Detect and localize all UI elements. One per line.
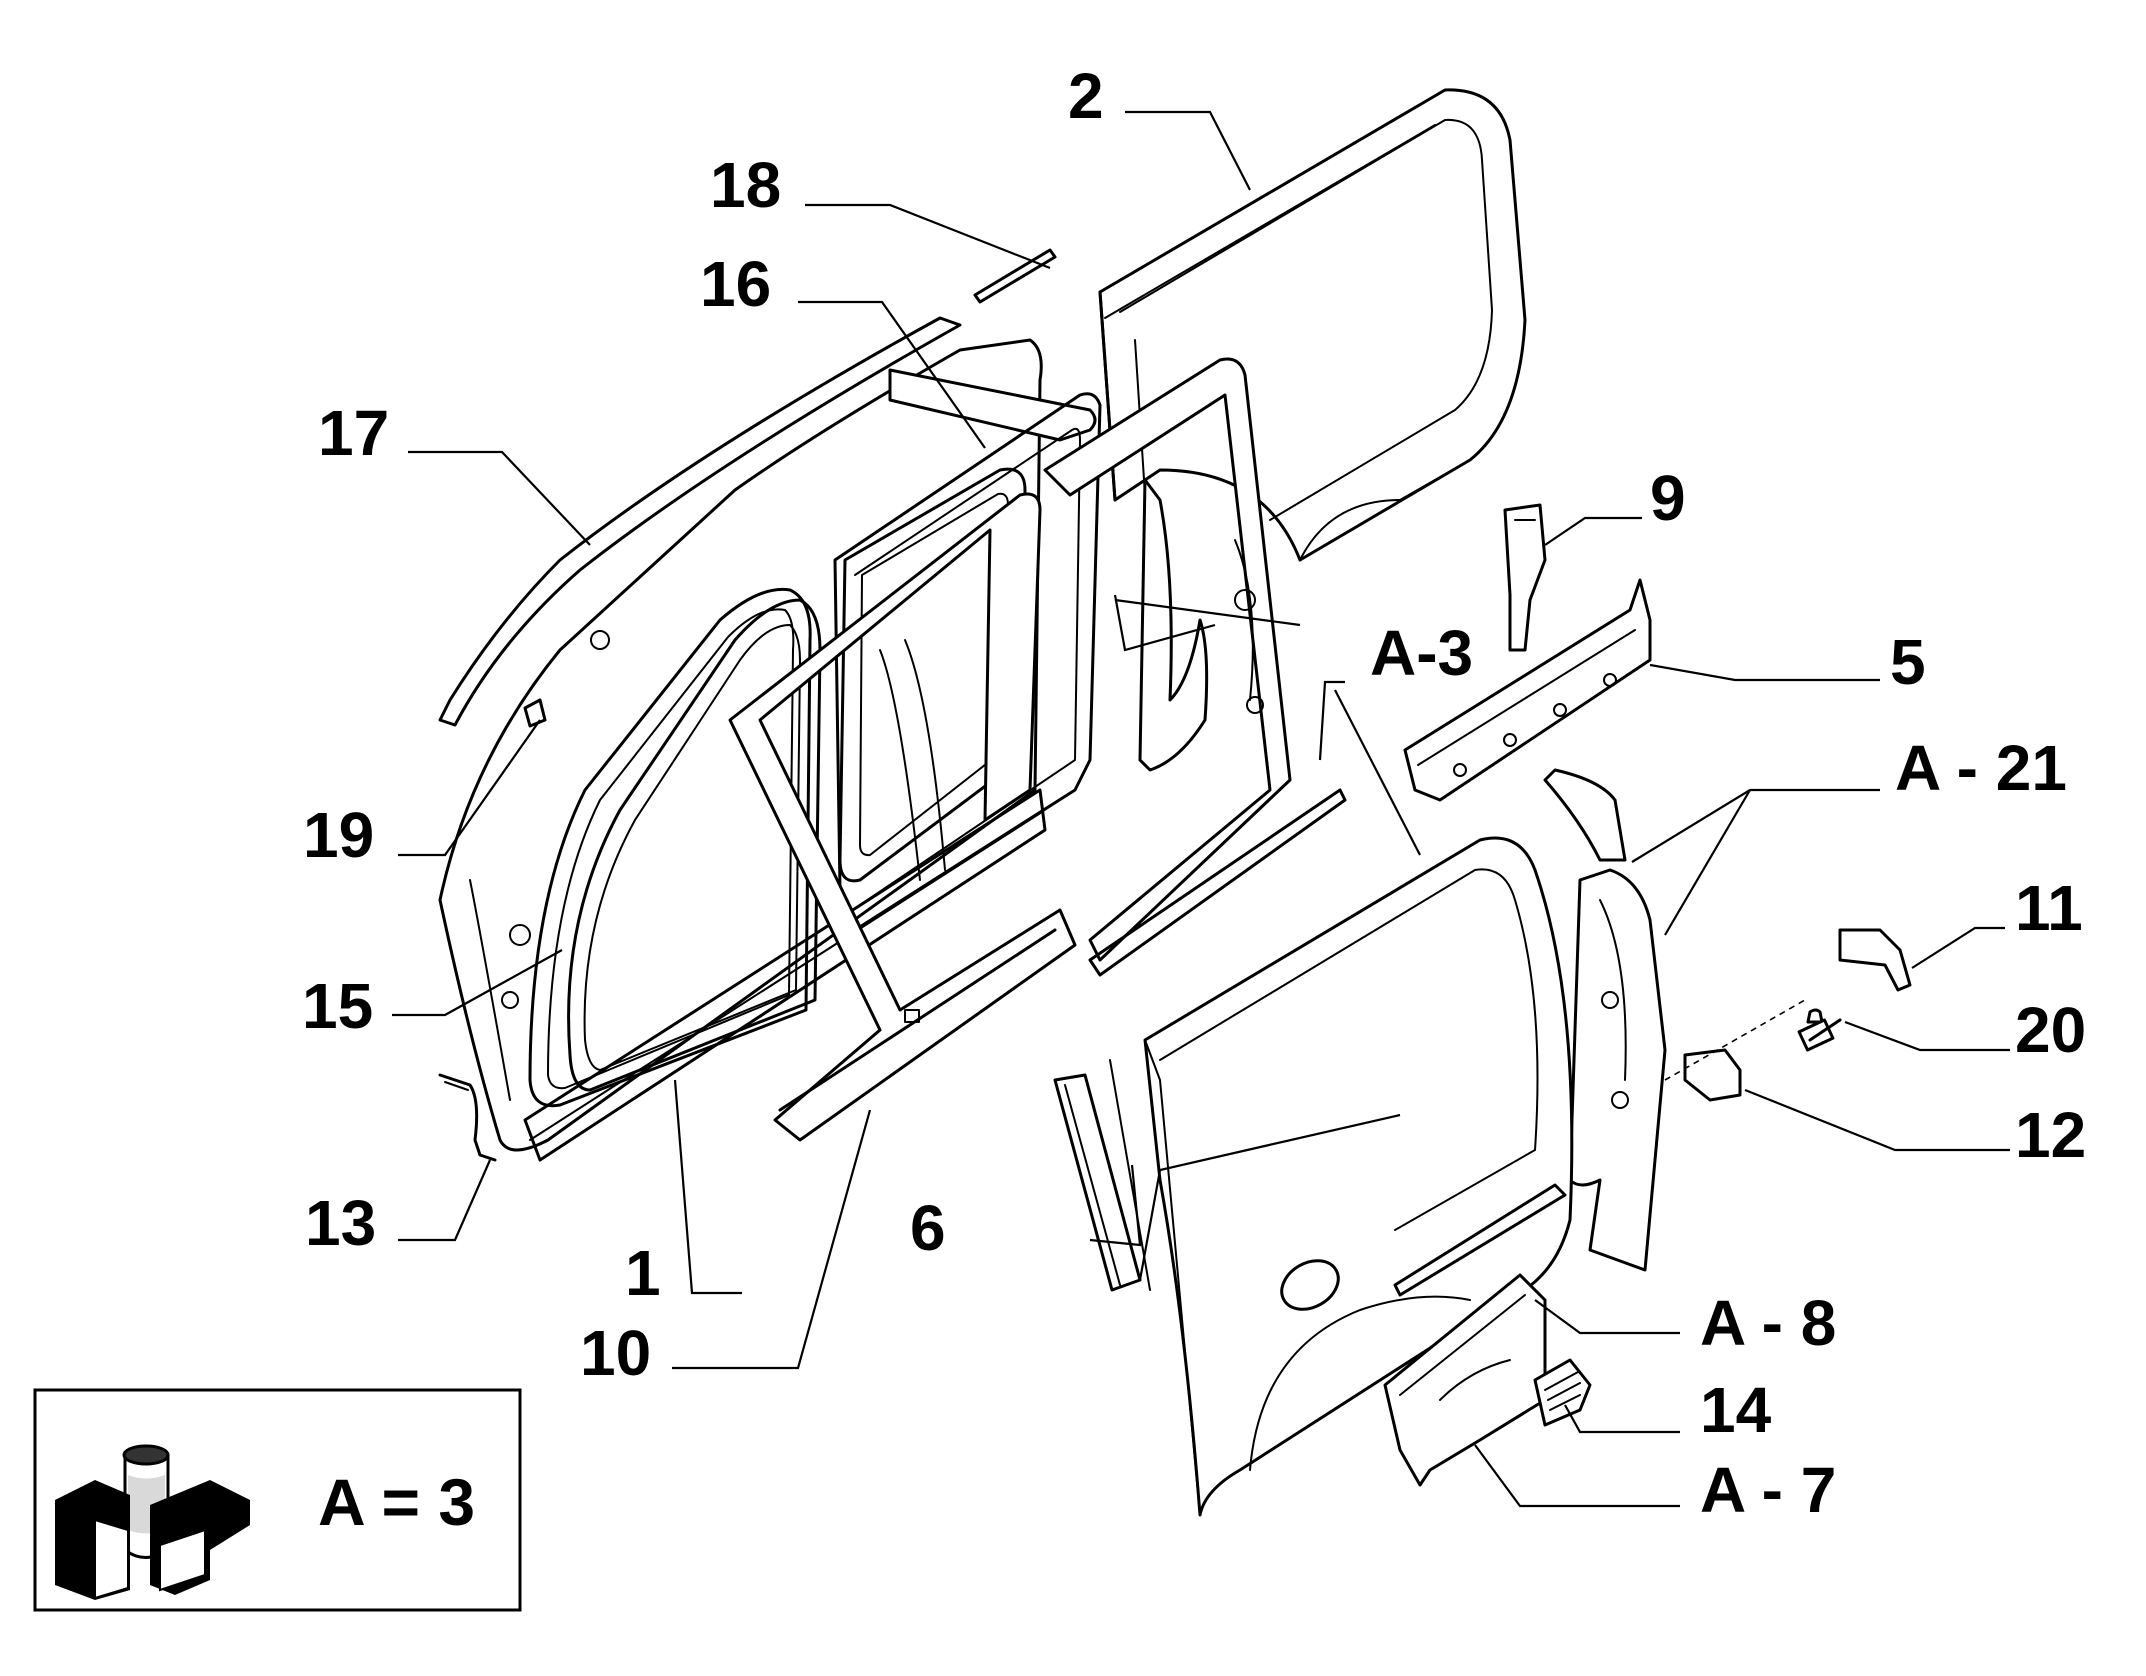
callout-9: 9 — [1650, 462, 1686, 534]
part-18-trim-strip — [973, 248, 1057, 304]
callout-14: 14 — [1700, 1374, 1772, 1446]
callout-6: 6 — [910, 1192, 946, 1264]
callout-a21: A - 21 — [1895, 732, 2067, 804]
part-2-rear-upper-panel — [1098, 88, 1527, 562]
callout-2: 2 — [1068, 60, 1104, 132]
part-13-wire-clip — [438, 1073, 497, 1162]
callout-20: 20 — [2015, 994, 2086, 1066]
part-17-roof-rail-strip — [438, 316, 962, 727]
fiat-sealant-can-icon — [55, 1444, 250, 1600]
callout-12: 12 — [2015, 1099, 2086, 1171]
part-12-hinge-bracket — [1664, 999, 1806, 1102]
callout-18: 18 — [710, 149, 781, 221]
callout-5: 5 — [1890, 626, 1926, 698]
part-10-b-pillar-sill — [728, 492, 1077, 1142]
center-pillar-piece — [1043, 357, 1347, 977]
legend-formula: A = 3 — [318, 1465, 475, 1539]
callout-11: 11 — [2015, 872, 2083, 944]
callout-15: 15 — [302, 970, 373, 1042]
callout-a7: A - 7 — [1700, 1454, 1836, 1526]
part-6-vertical-strip — [1053, 1059, 1151, 1292]
part-a7-inner-wheel-arch — [1383, 1273, 1547, 1487]
callout-10: 10 — [580, 1317, 651, 1389]
leader-lines — [392, 110, 2010, 1508]
callout-17: 17 — [318, 397, 389, 469]
callout-13: 13 — [305, 1187, 376, 1259]
part-14-vent-grille — [1533, 1358, 1592, 1427]
part-9-bracket — [1503, 503, 1547, 652]
part-5-cross-member — [1403, 578, 1652, 802]
part-a21-rear-corner — [1543, 768, 1667, 1272]
part-19-small-clip — [523, 698, 547, 728]
callout-1: 1 — [625, 1237, 661, 1309]
callout-a8: A - 8 — [1700, 1287, 1836, 1359]
part-15-front-door-seal — [528, 587, 812, 1108]
callout-19: 19 — [303, 799, 374, 871]
part-11-clip — [1838, 928, 1912, 992]
callout-16: 16 — [700, 248, 771, 320]
callout-labels: 2 18 16 17 19 15 13 1 10 9 A-3 5 A - 21 … — [302, 60, 2086, 1526]
legend-box: A = 3 — [33, 1388, 522, 1612]
part-a3-c-pillar — [1138, 478, 1209, 772]
part-1-lower-sill-insert — [1393, 1183, 1567, 1297]
callout-a3: A-3 — [1370, 617, 1473, 689]
part-20-bolt — [1797, 1008, 1842, 1052]
part-a8-rear-lower-panel — [1143, 836, 1574, 1517]
